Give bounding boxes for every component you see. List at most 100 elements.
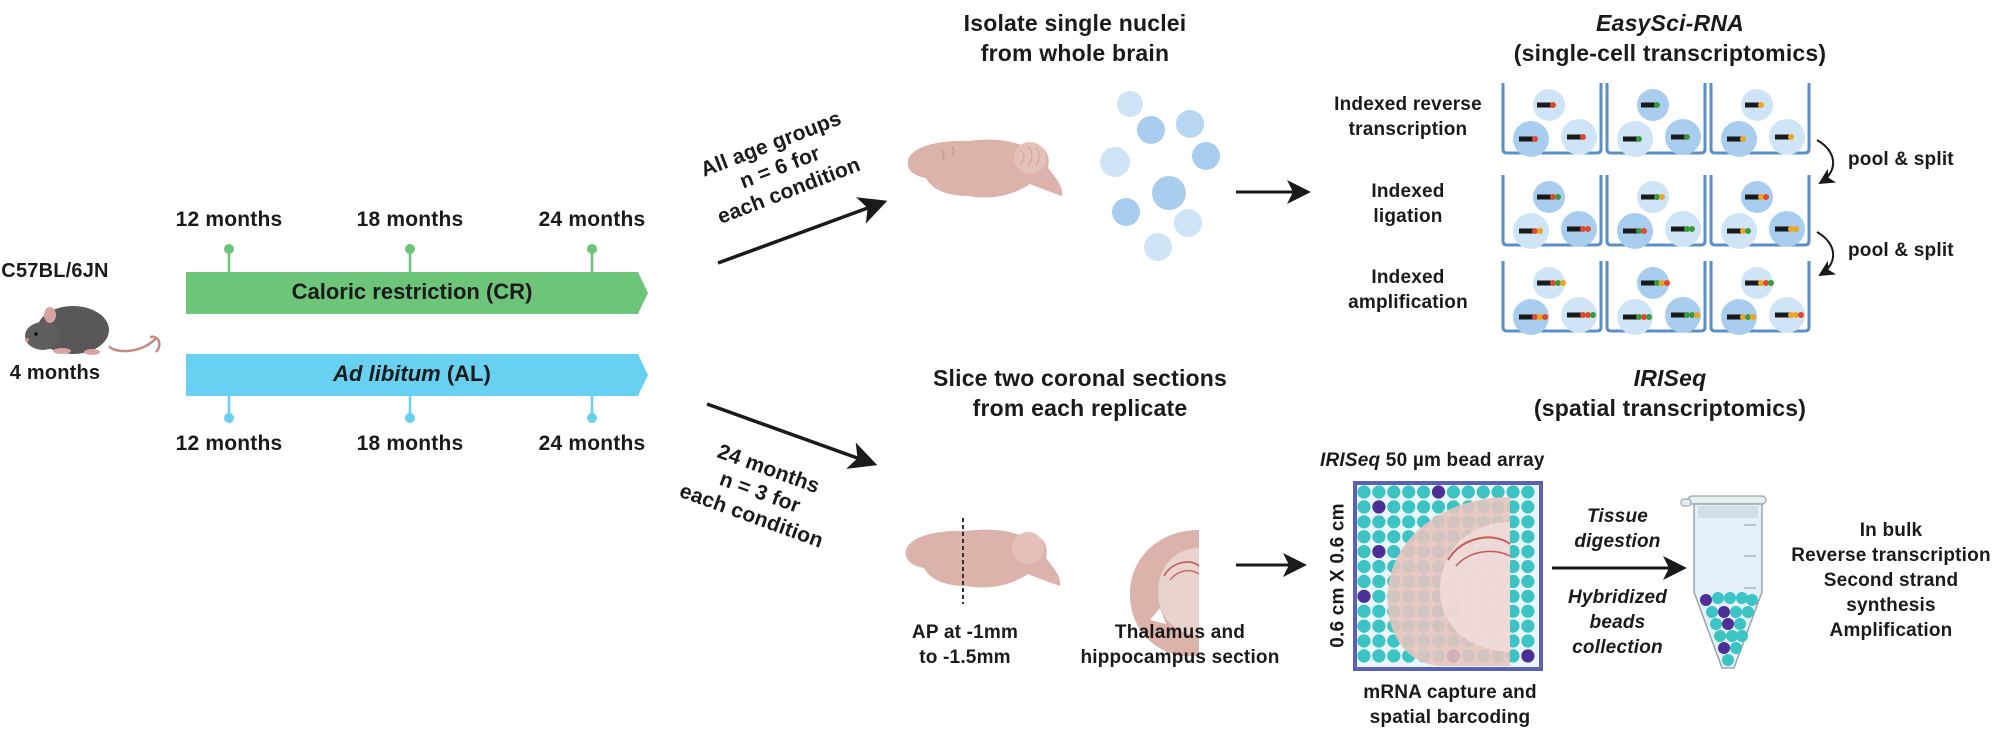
bead [1357,619,1371,633]
pool-split-label-1: pool & split [1848,149,1954,170]
bead [1372,530,1386,544]
bead-collection-label: Hybridized beads collection [1555,585,1680,660]
tube-bead [1706,606,1718,618]
bead [1431,485,1446,499]
index-barcode [1641,228,1647,234]
bead [1387,530,1401,544]
tube-bead [1724,592,1736,604]
row-label-amplification-line-2: amplification [1348,292,1468,313]
tube-bead [1746,594,1758,606]
tissue-digestion-line-2: digestion [1574,531,1661,552]
row-label-rt-line-2: transcription [1348,119,1468,140]
ap-label-line-2: to -1.5mm [919,647,1011,668]
tube-bead [1722,654,1734,666]
index-barcode [1590,312,1596,318]
cdna-strand [1745,102,1759,108]
index-barcode [1636,228,1642,234]
index-barcode [1560,280,1566,286]
bead [1357,574,1371,589]
index-barcode [1689,312,1695,318]
row-label-amplification-line-1: Indexed [1371,267,1445,288]
single-cell-step-title: Isolate single nuclei from whole brain [930,8,1220,68]
bead [1521,634,1535,648]
well [1501,83,1603,155]
bead-collection-line-2: beads [1589,612,1646,633]
index-barcode [1654,280,1660,286]
index-barcode [1793,226,1799,232]
index-barcode [1788,312,1794,318]
mouse-icon [25,306,161,355]
cdna-strand [1671,134,1685,140]
cr-timeline [186,244,648,314]
cdna-strand [1641,102,1655,108]
spatial-step-title-line-1: Slice two coronal sections [932,365,1228,391]
bead [1357,634,1371,648]
bead [1521,604,1535,618]
cdna-strand [1641,280,1655,286]
al-bar-label-italic: Ad libitum [333,361,441,386]
cr-tick-24 [587,244,597,254]
iriseq-method-subtitle: (spatial transcriptomics) [1533,395,1807,421]
bead-collection-line-1: Hybridized [1567,587,1668,608]
well [1605,83,1707,155]
al-tick-label-24: 24 months [538,432,646,455]
index-barcode [1745,314,1751,320]
bead [1357,515,1371,529]
iriseq-title: IRISeq (spatial transcriptomics) [1480,363,1860,423]
row-label-amplification: Indexed amplification [1318,265,1498,315]
array-caption-line-1: mRNA capture and [1363,682,1537,703]
iriseq-method-name: IRISeq [1633,365,1707,391]
index-barcode [1580,226,1586,232]
tube-bead [1718,606,1730,618]
spatial-step-title-line-2: from each replicate [972,395,1188,421]
tube-bead [1718,642,1730,654]
tube-bead [1710,618,1722,630]
tube-bead [1700,594,1712,606]
index-barcode [1659,280,1665,286]
al-tick-24 [587,413,597,423]
index-barcode [1758,102,1764,108]
row-label-rt-line-1: Indexed reverse [1334,94,1482,115]
bead [1357,589,1371,603]
al-bar-label: Ad libitum (AL) [186,361,638,387]
index-barcode [1758,194,1764,200]
bead [1417,485,1431,499]
index-barcode [1768,280,1774,286]
cdna-strand [1775,134,1789,140]
bead [1357,485,1371,499]
cdna-strand [1671,226,1685,232]
well [1605,261,1707,333]
index-barcode [1684,226,1690,232]
index-barcode [1537,314,1543,320]
index-barcode [1646,314,1652,320]
bead [1521,485,1535,499]
bead [1372,515,1386,529]
single-cell-step-title-line-2: from whole brain [980,40,1170,66]
ap-label-line-1: AP at -1mm [911,622,1019,643]
bead [1357,530,1371,544]
bead [1521,649,1535,663]
index-barcode [1659,194,1665,200]
hippocampus-line [1455,550,1511,567]
spatial-step-title: Slice two coronal sections from each rep… [890,363,1270,423]
cdna-strand [1727,136,1741,142]
section-label-line-1: Thalamus and [1114,622,1246,643]
tissue-inner [1440,522,1510,652]
cdna-strand [1727,228,1741,234]
bead [1402,500,1416,514]
coronal-section-icon [1129,530,1200,656]
cr-bar [186,272,648,314]
row-label-rt: Indexed reverse transcription [1318,92,1498,142]
index-barcode [1532,228,1538,234]
hippocampus-line [1447,536,1511,561]
index-barcode [1641,314,1647,320]
cdna-strand [1623,228,1637,234]
tube-bead [1734,618,1746,630]
bead [1357,545,1371,559]
easysci-title: EasySci-RNA (single-cell transcriptomics… [1480,8,1860,68]
single-cell-step-title-line-1: Isolate single nuclei [963,10,1187,36]
cdna-strand [1519,228,1533,234]
nuclei-cloud [1100,91,1220,261]
al-tick-18 [405,413,415,423]
bead [1521,515,1535,529]
